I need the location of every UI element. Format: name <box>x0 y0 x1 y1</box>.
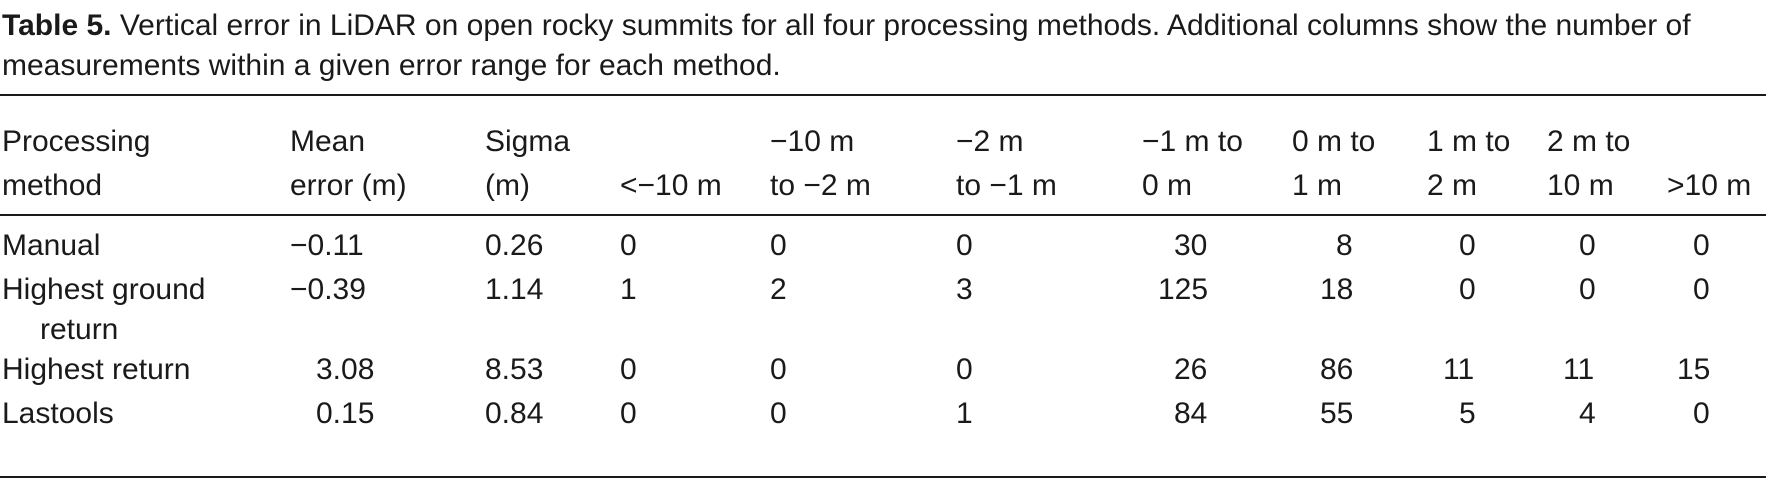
cell-p1: 0 <box>1459 229 1476 262</box>
header-mean-line1: Mean <box>290 125 366 158</box>
header-method-line1: Processing <box>2 125 151 158</box>
header-method-line2: method <box>2 169 103 202</box>
cell-z0: 86 <box>1320 353 1354 386</box>
cell-method: Manual <box>2 229 101 262</box>
header-p2: 2 m to 10 m <box>1547 100 1667 216</box>
cell-method-line1: Highest ground <box>2 273 206 306</box>
header-m2-line1: −2 m <box>956 125 1024 158</box>
header-p1-line1: 1 m to <box>1427 125 1511 158</box>
cell-m2: 3 <box>956 273 973 306</box>
cell-p1: 0 <box>1459 273 1476 306</box>
table-row: Highest ground return −0.39 1.14 1 2 3 1… <box>0 270 1766 350</box>
cell-gt10: 15 <box>1677 353 1711 386</box>
header-m2: −2 m to −1 m <box>956 100 1142 216</box>
table-header-rule <box>0 214 1766 216</box>
cell-p1: 11 <box>1443 353 1475 386</box>
table-row: Manual −0.11 0.26 0 0 0 30 8 0 0 0 <box>0 226 1766 270</box>
cell-p1: 5 <box>1459 397 1476 430</box>
cell-mean: 3.08 <box>316 353 375 386</box>
header-z0-line2: 1 m <box>1292 169 1343 202</box>
cell-z0: 55 <box>1320 397 1354 430</box>
header-sigma-line1: Sigma <box>485 125 571 158</box>
error-table: Processing method Mean error (m) Sigma (… <box>0 100 1766 438</box>
table-row: Lastools 0.15 0.84 0 0 1 84 55 5 4 0 <box>0 394 1766 438</box>
cell-p2: 0 <box>1579 229 1596 262</box>
header-m1-line2: 0 m <box>1142 169 1193 202</box>
cell-m2: 0 <box>956 229 973 262</box>
header-gt10: >10 m <box>1667 100 1766 216</box>
header-method: Processing method <box>0 100 290 216</box>
header-p1: 1 m to 2 m <box>1427 100 1547 216</box>
cell-sigma: 0.84 <box>485 397 544 430</box>
spacer-row <box>0 216 1766 226</box>
cell-lt10: 1 <box>620 273 637 306</box>
table-top-rule <box>0 94 1766 96</box>
header-m2-line2: to −1 m <box>956 169 1057 202</box>
table-caption-text: Vertical error in LiDAR on open rocky su… <box>2 9 1691 82</box>
cell-z0: 8 <box>1336 229 1353 262</box>
table-caption-label: Table 5. <box>2 9 112 42</box>
table-caption: Table 5. Vertical error in LiDAR on open… <box>0 6 1766 86</box>
cell-mean: −0.39 <box>290 273 366 306</box>
header-m1-line1: −1 m to <box>1142 125 1243 158</box>
cell-m10: 0 <box>770 229 787 262</box>
header-p1-line2: 2 m <box>1427 169 1478 202</box>
cell-m1: 84 <box>1174 397 1208 430</box>
cell-method: Lastools <box>2 397 114 430</box>
header-m10-line2: to −2 m <box>770 169 871 202</box>
cell-m10: 2 <box>770 273 787 306</box>
cell-method: Highest ground return <box>0 270 290 350</box>
cell-m1: 125 <box>1158 273 1209 306</box>
header-mean: Mean error (m) <box>290 100 485 216</box>
cell-lt10: 0 <box>620 229 637 262</box>
cell-sigma: 0.26 <box>485 229 544 262</box>
cell-sigma: 1.14 <box>485 273 544 306</box>
cell-p2: 0 <box>1579 273 1596 306</box>
cell-z0: 18 <box>1320 273 1354 306</box>
cell-m10: 0 <box>770 397 787 430</box>
cell-lt10: 0 <box>620 353 637 386</box>
cell-method: Highest return <box>2 353 191 386</box>
header-m1: −1 m to 0 m <box>1142 100 1292 216</box>
header-row: Processing method Mean error (m) Sigma (… <box>0 100 1766 216</box>
header-p2-line2: 10 m <box>1547 169 1614 202</box>
cell-m1: 26 <box>1174 353 1208 386</box>
header-gt10-line2: >10 m <box>1667 169 1752 202</box>
cell-m2: 0 <box>956 353 973 386</box>
table-row: Highest return 3.08 8.53 0 0 0 26 86 11 … <box>0 350 1766 394</box>
cell-gt10: 0 <box>1693 273 1710 306</box>
table-bottom-rule <box>0 476 1766 478</box>
cell-method-line2: return <box>40 313 119 346</box>
header-z0-line1: 0 m to <box>1292 125 1376 158</box>
cell-mean: 0.15 <box>316 397 375 430</box>
cell-mean: −0.11 <box>290 229 364 262</box>
header-lt10-line2: <−10 m <box>620 169 722 202</box>
cell-p2: 4 <box>1579 397 1596 430</box>
cell-m2: 1 <box>956 397 973 430</box>
header-m10-line1: −10 m <box>770 125 855 158</box>
header-p2-line1: 2 m to <box>1547 125 1631 158</box>
cell-lt10: 0 <box>620 397 637 430</box>
header-sigma-line2: (m) <box>485 169 530 202</box>
cell-gt10: 0 <box>1693 397 1710 430</box>
cell-sigma: 8.53 <box>485 353 544 386</box>
spacer-cell <box>0 216 1766 226</box>
cell-m10: 0 <box>770 353 787 386</box>
header-m10: −10 m to −2 m <box>770 100 956 216</box>
cell-m1: 30 <box>1174 229 1208 262</box>
cell-p2: 11 <box>1563 353 1595 386</box>
header-sigma: Sigma (m) <box>485 100 620 216</box>
header-mean-line2: error (m) <box>290 169 407 202</box>
header-z0: 0 m to 1 m <box>1292 100 1427 216</box>
cell-gt10: 0 <box>1693 229 1710 262</box>
header-lt10: <−10 m <box>620 100 770 216</box>
